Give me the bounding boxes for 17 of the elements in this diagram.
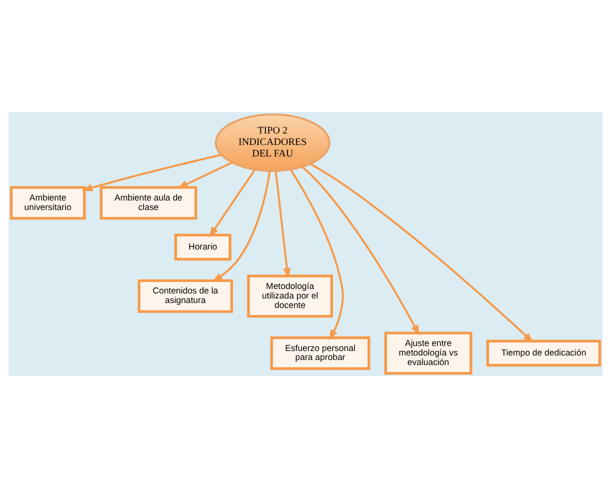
node-box: Ambiente aula de clase <box>100 186 198 220</box>
arrow <box>212 170 271 282</box>
node-box: Esfuerzo personal para aprobar <box>270 336 370 370</box>
arrow <box>274 170 291 279</box>
arrow <box>208 168 256 238</box>
node-box: Ajuste entre metodología vs evaluación <box>384 332 472 375</box>
node-box: Ambiente universitario <box>10 186 86 220</box>
arrow <box>310 162 534 343</box>
arrow <box>302 166 420 336</box>
arrow <box>290 168 344 340</box>
node-box: Contenidos de la asignatura <box>138 279 234 313</box>
arrow <box>82 154 222 192</box>
node-box: Tiempo de dedicación <box>486 340 602 367</box>
node-box: Horario <box>174 234 232 261</box>
node-box: Metodología utilizada por el docente <box>247 274 334 318</box>
arrow <box>176 162 233 189</box>
node-ellipse: TIPO 2 INDICADORES DEL FAU <box>214 114 330 172</box>
